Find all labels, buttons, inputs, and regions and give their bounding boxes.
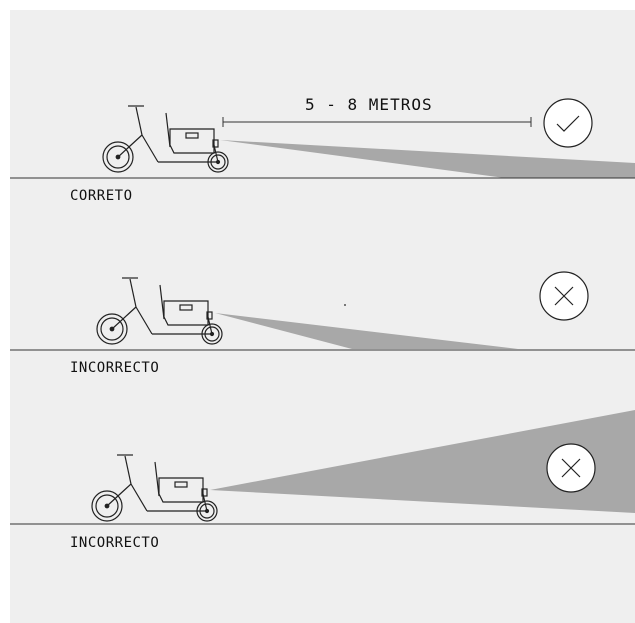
illustration-panel — [10, 10, 635, 623]
headlight-beam-correct — [220, 140, 635, 178]
cargo-bike — [102, 105, 229, 173]
cargo-bike — [91, 454, 218, 522]
headlight-beam-too-high — [210, 410, 635, 513]
cargo-bike — [96, 277, 223, 345]
panel-label-correct: CORRETO — [70, 188, 133, 204]
status-circle — [543, 98, 593, 148]
distance-label: 5 - 8 METROS — [305, 95, 433, 114]
panel-label-incorrect-high: INCORRECTO — [70, 535, 160, 551]
panel-label-incorrect-low: INCORRECTO — [70, 360, 160, 376]
headlight-beam-too-low — [215, 313, 518, 349]
